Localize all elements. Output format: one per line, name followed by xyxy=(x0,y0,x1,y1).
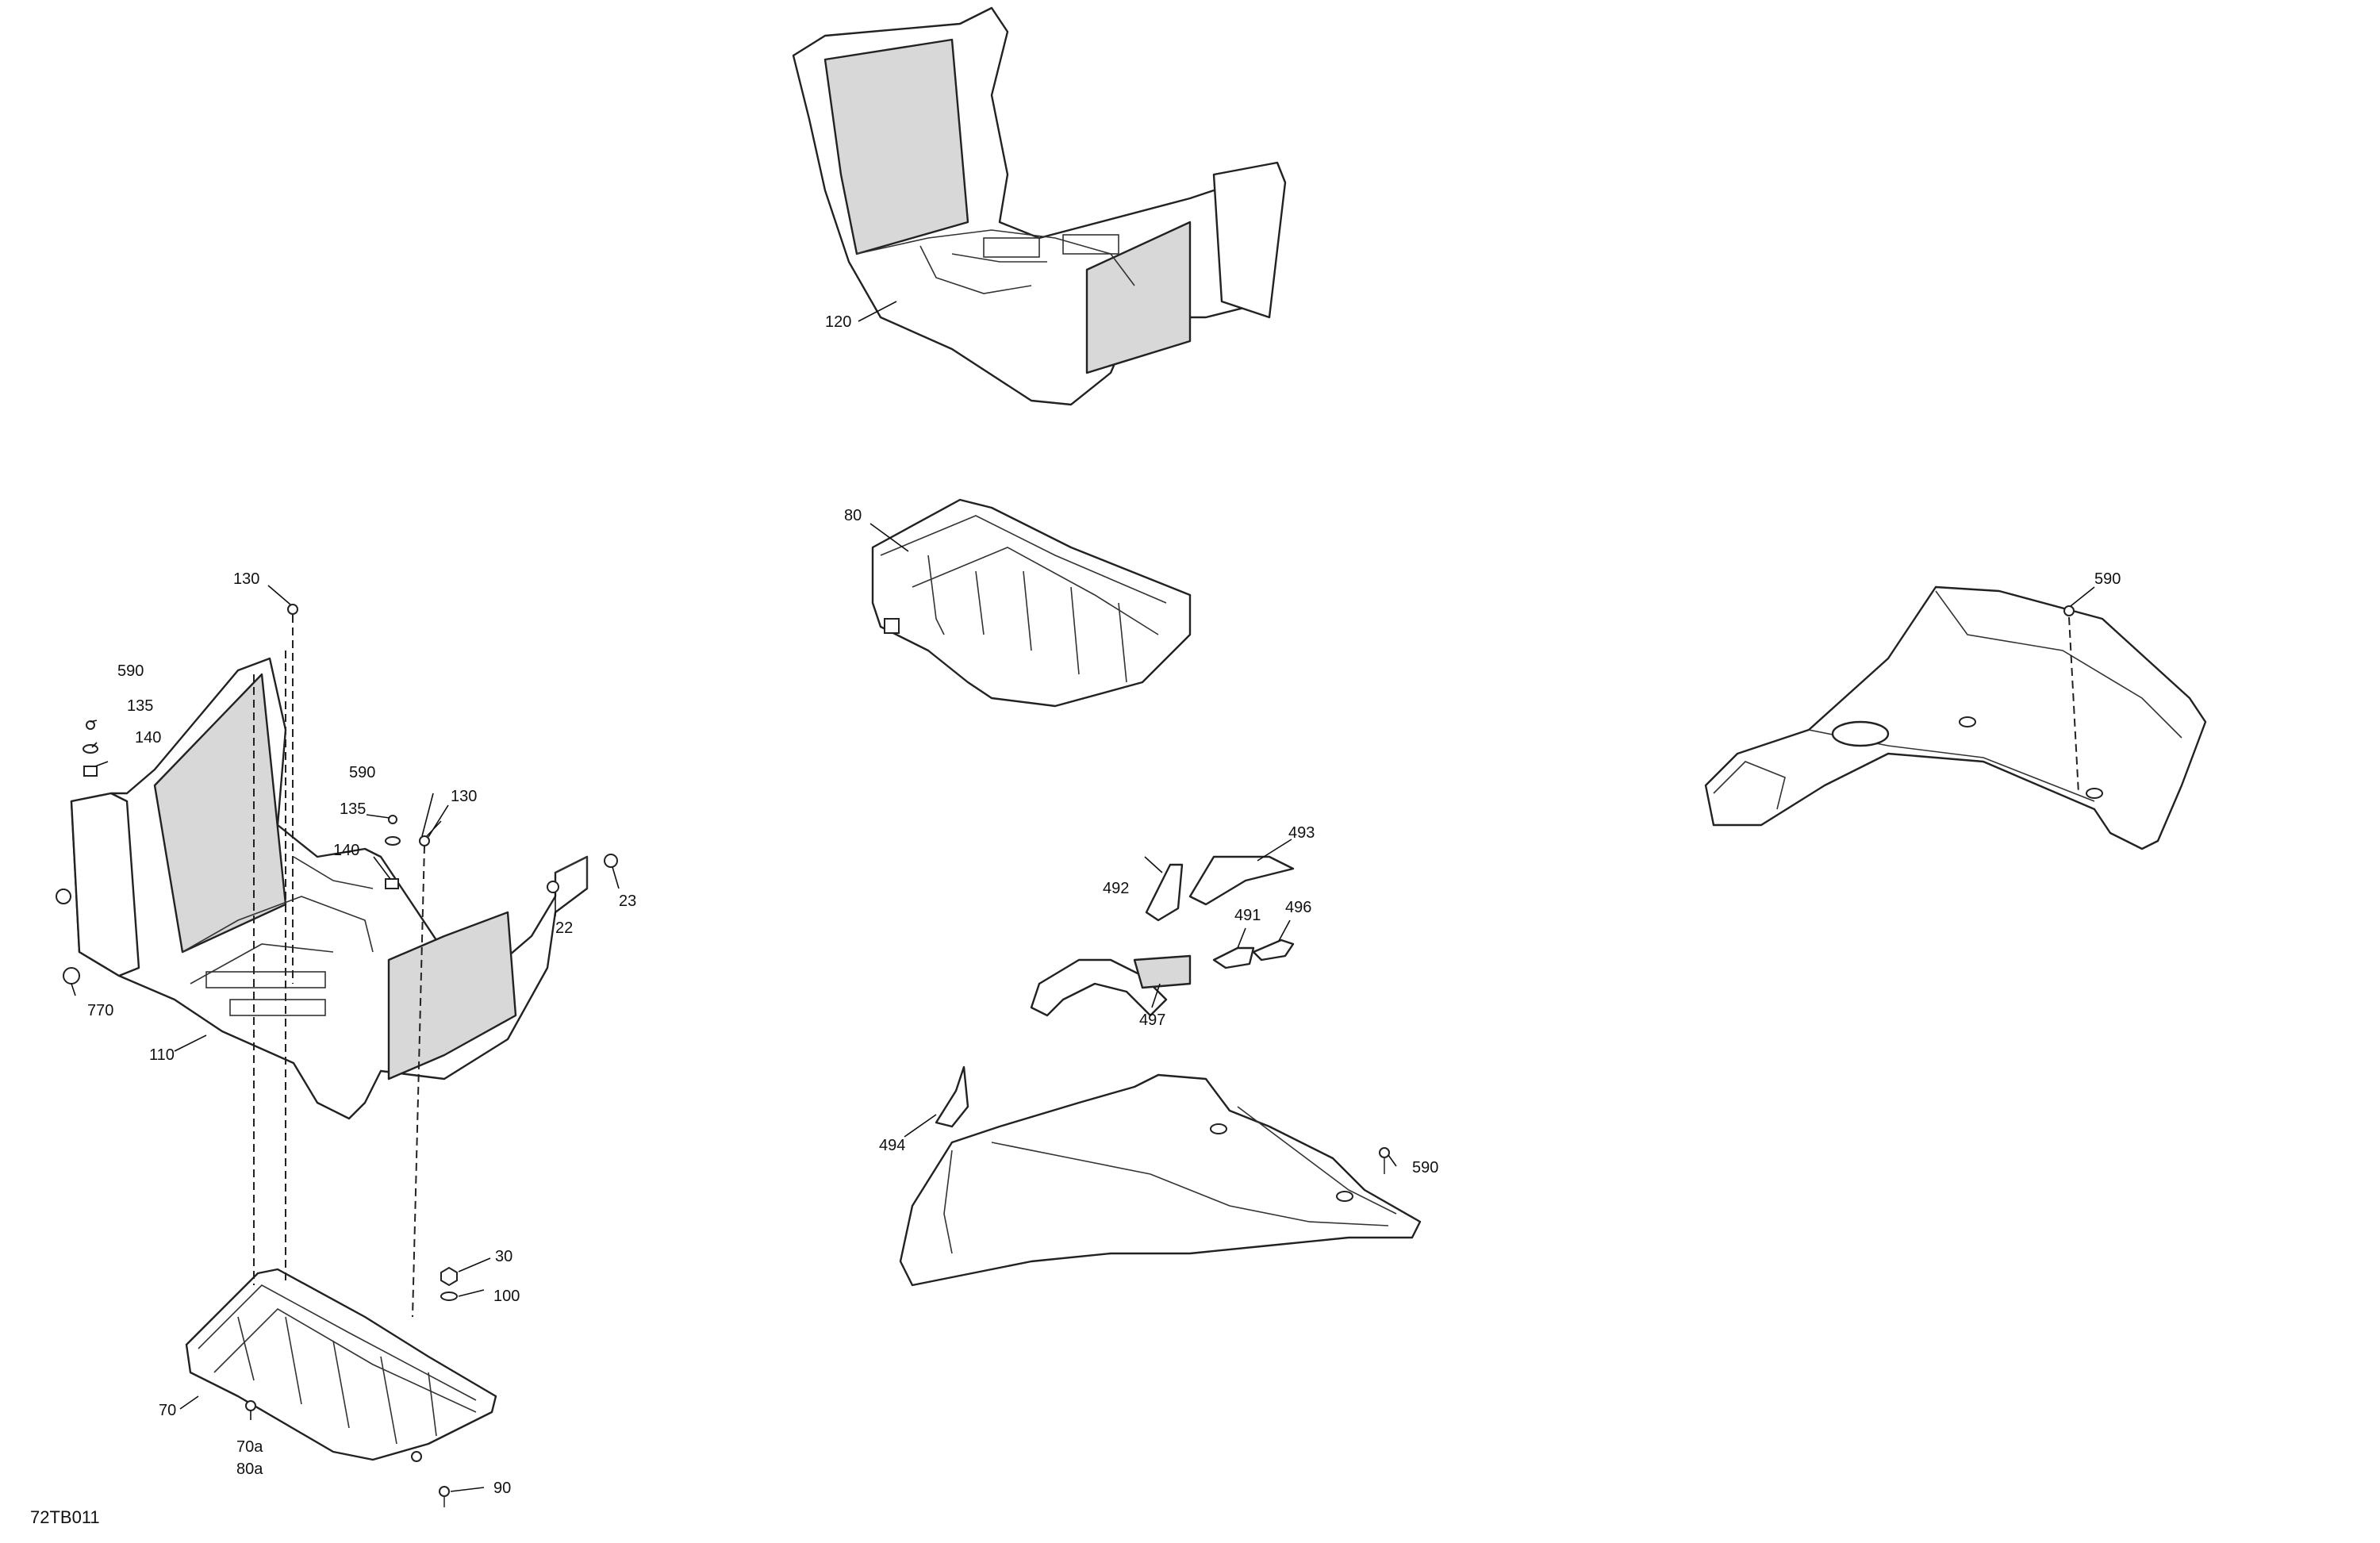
callout-494: 494 xyxy=(879,1137,905,1154)
left-fasteners xyxy=(56,604,618,985)
callout-110: 110 xyxy=(149,1046,175,1064)
callout-492: 492 xyxy=(1103,880,1129,897)
callout-70: 70 xyxy=(159,1402,176,1419)
callout-70a: 70a xyxy=(236,1438,263,1456)
callout-590-left: 590 xyxy=(117,662,144,680)
callout-496: 496 xyxy=(1285,899,1311,916)
callout-30: 30 xyxy=(495,1248,512,1265)
part-70-floor-tray xyxy=(185,1268,497,1462)
callout-140-left: 140 xyxy=(135,729,161,747)
callout-497: 497 xyxy=(1139,1011,1165,1029)
alignment-lines xyxy=(253,615,425,1318)
callout-80a: 80a xyxy=(236,1460,263,1478)
part-120-footwell-assembly xyxy=(792,6,1287,406)
callout-90: 90 xyxy=(493,1480,511,1497)
part-110-left-footwell xyxy=(70,657,589,1120)
callout-590-bottom: 590 xyxy=(1412,1159,1438,1176)
callout-140-mid: 140 xyxy=(333,842,359,859)
callout-80: 80 xyxy=(844,507,862,524)
part-80-floor-tray xyxy=(871,498,1192,708)
callout-120: 120 xyxy=(825,313,851,331)
callout-labels: 120 80 590 130 590 135 140 590 135 130 1… xyxy=(30,313,2121,1527)
callout-135-left: 135 xyxy=(127,697,153,715)
part-49x-small-covers xyxy=(1030,855,1295,1017)
bottom-fasteners xyxy=(439,1266,458,1507)
callout-23: 23 xyxy=(619,892,636,910)
part-right-fender-panel xyxy=(1704,585,2207,850)
callout-135-mid: 135 xyxy=(340,800,366,818)
callout-22: 22 xyxy=(555,919,573,937)
callout-130-mid: 130 xyxy=(451,788,477,805)
callout-130-top: 130 xyxy=(233,570,259,588)
callout-590-mid: 590 xyxy=(349,764,375,781)
callout-770: 770 xyxy=(87,1002,113,1019)
diagram-reference-code: 72TB011 xyxy=(30,1507,100,1527)
callout-493: 493 xyxy=(1288,824,1315,842)
callout-100: 100 xyxy=(493,1288,520,1305)
callout-491: 491 xyxy=(1234,907,1261,924)
part-lower-fender-panel xyxy=(899,1065,1422,1287)
callout-590-right: 590 xyxy=(2094,570,2121,588)
leader-lines xyxy=(71,301,2095,1492)
